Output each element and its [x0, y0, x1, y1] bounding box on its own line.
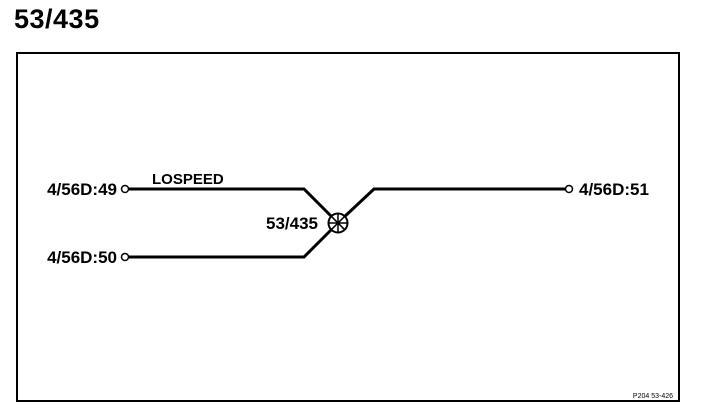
port-label-in-top: 4/56D:49: [47, 180, 117, 199]
page-title: 53/435: [14, 4, 100, 34]
diagram-frame: [16, 52, 680, 402]
wire-top-input: [129, 187, 336, 221]
terminal-output: [564, 184, 574, 194]
splice-label: 53/435: [266, 214, 318, 233]
footer-code: P204 53-426: [633, 393, 673, 400]
terminal-bottom-input: [120, 252, 130, 262]
wire-output: [340, 187, 565, 221]
terminal-top-input: [120, 184, 130, 194]
wire-label: LOSPEED: [152, 171, 224, 188]
wire-bottom-input: [129, 225, 336, 259]
port-label-out: 4/56D:51: [579, 180, 649, 199]
splice-icon: [327, 212, 349, 234]
port-label-in-bottom: 4/56D:50: [47, 248, 117, 267]
